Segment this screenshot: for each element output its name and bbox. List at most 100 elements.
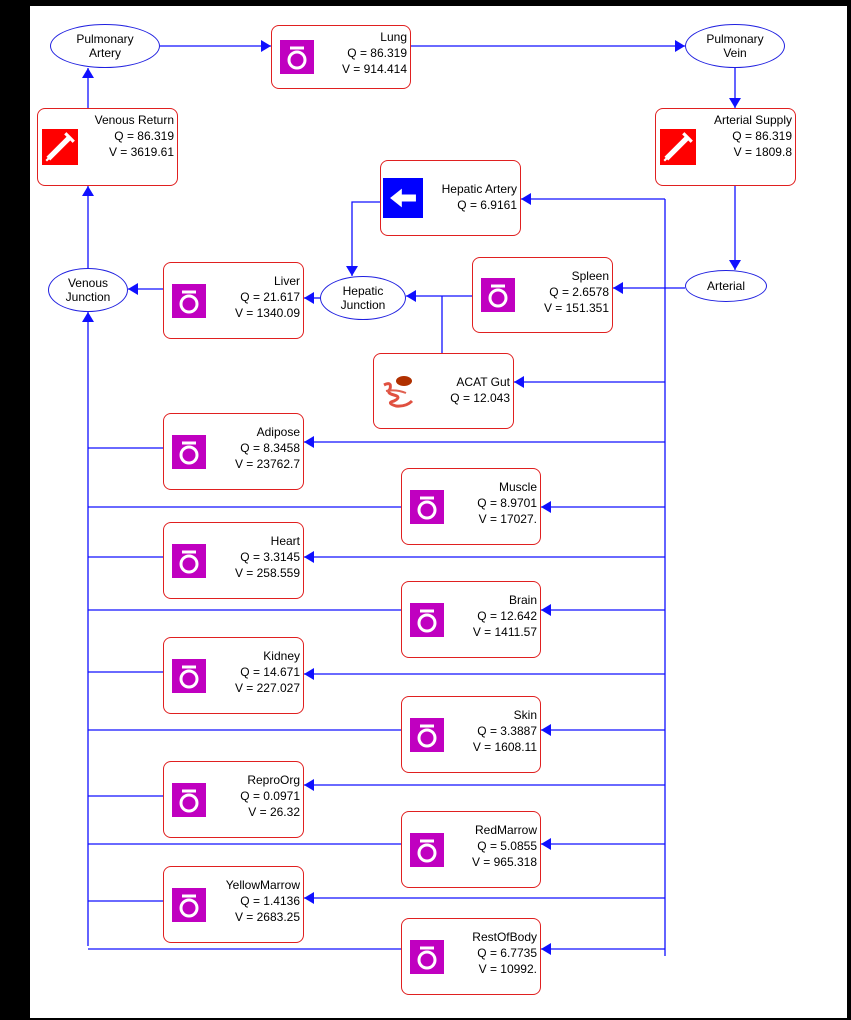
flow-arrowhead bbox=[304, 779, 314, 791]
node-volume: V = 2683.25 bbox=[226, 909, 300, 925]
syringe-icon bbox=[42, 129, 78, 165]
node-name: Liver bbox=[235, 273, 300, 289]
flow-arrowhead bbox=[729, 260, 741, 270]
junction-label: Venous bbox=[66, 276, 111, 290]
node-flow: Q = 12.642 bbox=[473, 608, 537, 624]
compartment-icon bbox=[172, 783, 206, 817]
junction-label: Vein bbox=[706, 46, 763, 60]
node-name: Skin bbox=[473, 707, 537, 723]
arterial-junction[interactable]: Arterial bbox=[685, 270, 767, 302]
node-volume: V = 151.351 bbox=[544, 300, 609, 316]
node-name: RestOfBody bbox=[472, 929, 537, 945]
node-volume: V = 10992. bbox=[472, 961, 537, 977]
node-volume: V = 1411.57 bbox=[473, 624, 537, 640]
flow-arrowhead bbox=[82, 312, 94, 322]
flow-arrowhead bbox=[304, 292, 314, 304]
node-name: Lung bbox=[342, 29, 407, 45]
flow-arrowhead bbox=[82, 68, 94, 78]
compartment-icon bbox=[172, 544, 206, 578]
node-volume: V = 1340.09 bbox=[235, 305, 300, 321]
compartment-icon bbox=[410, 940, 444, 974]
compartment-icon bbox=[410, 718, 444, 752]
node-volume: V = 23762.7 bbox=[235, 456, 300, 472]
compartment-icon bbox=[172, 659, 206, 693]
junction-label: Junction bbox=[66, 290, 111, 304]
junction-label: Arterial bbox=[707, 279, 745, 293]
flow-arrowhead bbox=[675, 40, 685, 52]
node-name: Hepatic Artery bbox=[442, 181, 517, 197]
intestine-icon bbox=[376, 371, 420, 411]
compartment-icon bbox=[410, 833, 444, 867]
node-flow: Q = 86.319 bbox=[342, 45, 407, 61]
flow-arrowhead bbox=[406, 290, 416, 302]
node-flow: Q = 2.6578 bbox=[544, 284, 609, 300]
node-volume: V = 3619.61 bbox=[95, 144, 174, 160]
compartment-icon bbox=[410, 490, 444, 524]
node-volume: V = 26.32 bbox=[240, 804, 300, 820]
flow-line bbox=[352, 202, 380, 276]
flow-arrowhead bbox=[521, 193, 531, 205]
flow-arrowhead bbox=[541, 724, 551, 736]
flow-arrowhead bbox=[304, 436, 314, 448]
flow-arrowhead bbox=[514, 376, 524, 388]
node-name: Muscle bbox=[477, 479, 537, 495]
node-flow: Q = 6.9161 bbox=[442, 197, 517, 213]
flow-arrowhead bbox=[541, 501, 551, 513]
junction-label: Pulmonary bbox=[76, 32, 133, 46]
left-arrow-icon bbox=[383, 178, 423, 218]
node-name: RedMarrow bbox=[472, 822, 537, 838]
flow-arrowhead bbox=[304, 892, 314, 904]
node-name: Kidney bbox=[235, 648, 300, 664]
node-flow: Q = 86.319 bbox=[95, 128, 174, 144]
node-flow: Q = 6.7735 bbox=[472, 945, 537, 961]
node-name: Arterial Supply bbox=[714, 112, 792, 128]
compartment-icon bbox=[172, 888, 206, 922]
compartment-icon bbox=[481, 278, 515, 312]
compartment-icon bbox=[172, 435, 206, 469]
node-volume: V = 1809.8 bbox=[714, 144, 792, 160]
junction-label: Hepatic bbox=[341, 284, 386, 298]
junction-label: Pulmonary bbox=[706, 32, 763, 46]
flow-arrowhead bbox=[541, 604, 551, 616]
flow-arrowhead bbox=[541, 943, 551, 955]
syringe-icon bbox=[660, 129, 696, 165]
node-name: ReproOrg bbox=[240, 772, 300, 788]
node-flow: Q = 86.319 bbox=[714, 128, 792, 144]
node-volume: V = 227.027 bbox=[235, 680, 300, 696]
compartment-icon bbox=[172, 284, 206, 318]
compartment-icon bbox=[280, 40, 314, 74]
node-flow: Q = 3.3887 bbox=[473, 723, 537, 739]
flow-arrowhead bbox=[82, 186, 94, 196]
flow-arrowhead bbox=[346, 266, 358, 276]
junction-label: Junction bbox=[341, 298, 386, 312]
node-name: Spleen bbox=[544, 268, 609, 284]
node-flow: Q = 8.3458 bbox=[235, 440, 300, 456]
node-volume: V = 1608.11 bbox=[473, 739, 537, 755]
flow-arrowhead bbox=[613, 282, 623, 294]
node-name: Adipose bbox=[235, 424, 300, 440]
node-flow: Q = 14.671 bbox=[235, 664, 300, 680]
node-name: YellowMarrow bbox=[226, 877, 300, 893]
